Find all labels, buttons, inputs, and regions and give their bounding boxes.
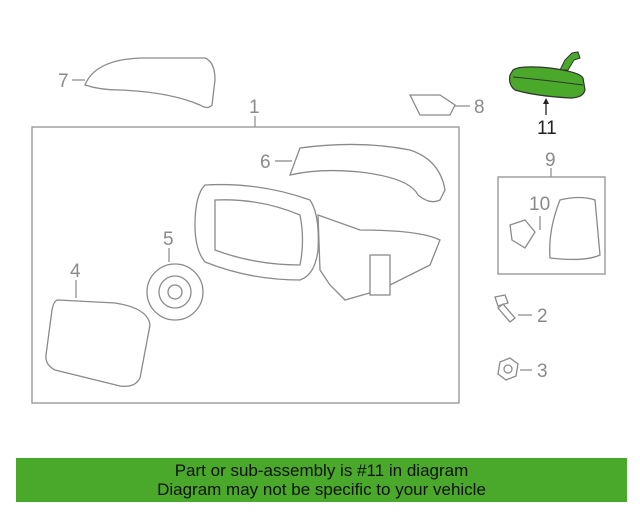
- callout-11: 11: [537, 118, 557, 139]
- callout-7: 7: [58, 71, 69, 92]
- part-8-clip[interactable]: [408, 94, 456, 116]
- part-7-cover[interactable]: [84, 57, 216, 109]
- part-6-cap[interactable]: [288, 143, 446, 203]
- part-9-lamp[interactable]: [549, 196, 601, 261]
- part-info-banner: Part or sub-assembly is #11 in diagram D…: [16, 458, 627, 502]
- part-mirror-housing: [194, 183, 441, 301]
- callout-5: 5: [163, 229, 174, 250]
- callout-1: 1: [249, 97, 260, 118]
- callout-10: 10: [529, 194, 550, 215]
- part-11-rearview-mirror[interactable]: [508, 51, 586, 99]
- callout-8: 8: [474, 97, 485, 118]
- callout-9: 9: [545, 150, 556, 171]
- banner-line-2: Diagram may not be specific to your vehi…: [157, 480, 486, 499]
- part-2-screw[interactable]: [494, 294, 516, 323]
- part-4-glass[interactable]: [45, 299, 151, 387]
- callout-6: 6: [260, 152, 271, 173]
- callout-3: 3: [537, 361, 548, 382]
- part-10-bulb[interactable]: [509, 219, 536, 249]
- part-5-motor[interactable]: [146, 263, 204, 321]
- banner-line-1: Part or sub-assembly is #11 in diagram: [174, 461, 469, 480]
- part-3-nut[interactable]: [497, 357, 519, 381]
- assembly-1-frame: [31, 126, 460, 404]
- callout-4: 4: [70, 261, 81, 282]
- callout-2: 2: [537, 306, 548, 327]
